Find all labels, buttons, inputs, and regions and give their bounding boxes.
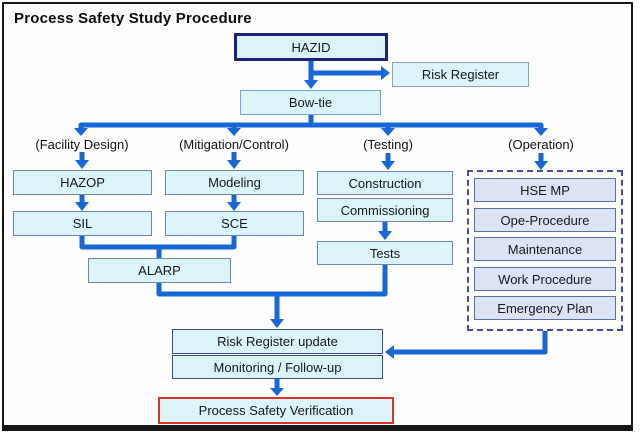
branch-label-operation: (Operation) xyxy=(508,137,574,152)
arrowhead-mitigation xyxy=(227,128,241,136)
node-hazop: HAZOP xyxy=(13,170,152,195)
arrowhead-modeling xyxy=(227,160,241,169)
operation-group-box xyxy=(467,170,623,331)
node-ope-procedure: Ope-Procedure xyxy=(474,208,616,232)
merge-alarp-tests xyxy=(156,265,388,297)
node-hse-mp: HSE MP xyxy=(474,178,616,202)
node-work-procedure: Work Procedure xyxy=(474,267,616,291)
branch-label-testing: (Testing) xyxy=(363,137,413,152)
arrowhead-construction xyxy=(381,161,395,170)
branch-label-facility-design: (Facility Design) xyxy=(35,137,129,152)
page-title: Process Safety Study Procedure xyxy=(14,10,252,27)
arrowhead-monitoring-left xyxy=(385,345,394,359)
node-alarp: ALARP xyxy=(88,258,231,283)
node-process-safety-verification: Process Safety Verification xyxy=(158,397,394,424)
node-bowtie: Bow-tie xyxy=(240,90,381,115)
node-risk-register-update: Risk Register update xyxy=(172,329,383,354)
arrowhead-riskregisterupdate xyxy=(270,319,284,328)
arrow-operation-to-monitoring xyxy=(394,331,548,355)
node-hazid: HAZID xyxy=(234,33,388,61)
node-maintenance: Maintenance xyxy=(474,237,616,261)
arrowhead-riskregister xyxy=(381,66,390,80)
arrowhead-facility-design xyxy=(74,128,88,136)
node-tests: Tests xyxy=(317,241,453,265)
arrowhead-testing xyxy=(381,128,395,136)
node-risk-register: Risk Register xyxy=(392,62,529,87)
node-sil: SIL xyxy=(13,211,152,236)
node-emergency-plan: Emergency Plan xyxy=(474,296,616,320)
node-modeling: Modeling xyxy=(165,170,304,195)
arrowhead-sil xyxy=(75,202,89,211)
arrowhead-bowtie xyxy=(304,80,318,89)
merge-sil-sce xyxy=(79,236,237,250)
distribution-line xyxy=(78,122,544,128)
node-commissioning: Commissioning xyxy=(317,198,453,222)
arrowhead-op-group xyxy=(534,161,548,170)
arrowhead-hazop xyxy=(75,160,89,169)
node-monitoring-followup: Monitoring / Follow-up xyxy=(172,355,383,379)
arrowhead-sce xyxy=(227,202,241,211)
arrowhead-verification xyxy=(270,388,284,396)
node-sce: SCE xyxy=(165,211,304,236)
arrowhead-tests xyxy=(378,231,392,240)
node-construction: Construction xyxy=(317,171,453,195)
arrowhead-operation xyxy=(534,128,548,136)
branch-label-mitigation-control: (Mitigation/Control) xyxy=(179,137,289,152)
